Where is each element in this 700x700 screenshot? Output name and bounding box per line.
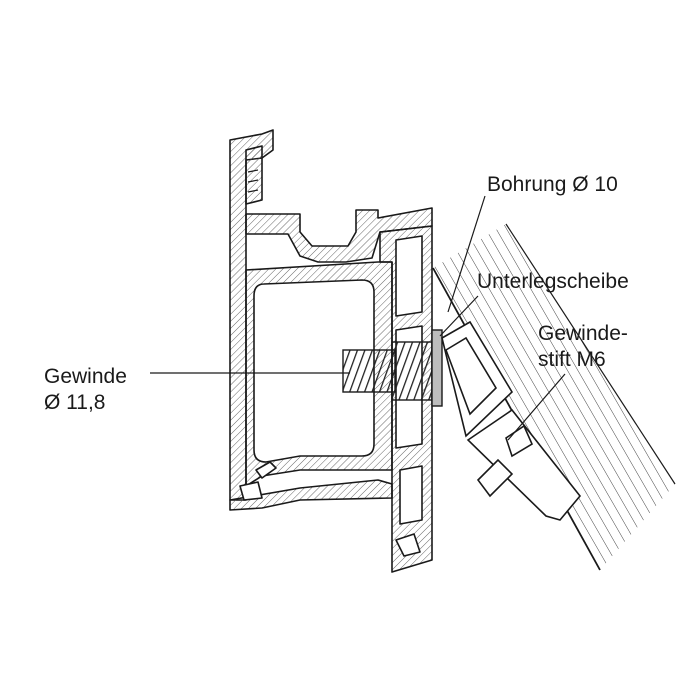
- leader-unterlegscheibe: [439, 295, 479, 337]
- label-gewinde: Gewinde Ø 11,8: [44, 364, 127, 416]
- leader-bohrung: [447, 195, 486, 313]
- threaded-insert: [342, 341, 433, 401]
- label-bohrung-text: Bohrung Ø 10: [487, 173, 618, 196]
- label-gewindestift-line1: Gewinde-: [538, 322, 628, 345]
- label-gewinde-line1: Gewinde: [44, 365, 127, 388]
- label-bohrung: Bohrung Ø 10: [487, 172, 618, 198]
- washer: [431, 329, 443, 407]
- label-unterlegscheibe-text: Unterlegscheibe: [477, 270, 629, 293]
- inner-tube: [253, 279, 375, 463]
- leader-gewindestift: [507, 373, 566, 441]
- label-gewindestift: Gewinde- stift M6: [538, 321, 628, 373]
- leader-lines: [150, 195, 566, 441]
- label-gewinde-line2: Ø 11,8: [44, 391, 106, 414]
- label-unterlegscheibe: Unterlegscheibe: [477, 269, 629, 295]
- set-screw: [441, 320, 582, 521]
- label-gewindestift-line2: stift M6: [538, 348, 606, 371]
